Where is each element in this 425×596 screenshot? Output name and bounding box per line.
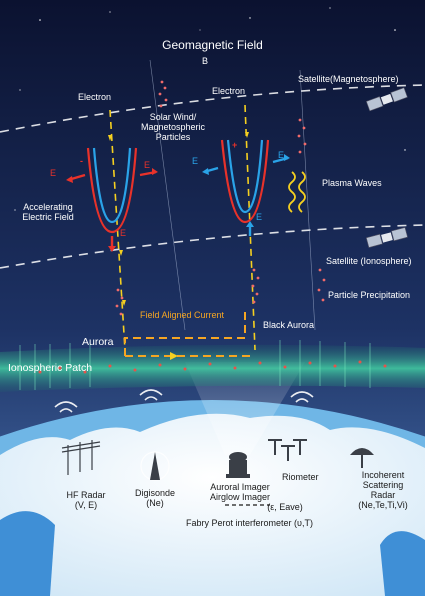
isr-dish-icon	[350, 448, 374, 468]
aurora-label: Aurora	[82, 336, 114, 348]
ionospheric-patch-label: Ionospheric Patch	[8, 362, 93, 374]
u-field-left	[86, 147, 138, 234]
black-aurora-label: Black Aurora	[263, 320, 315, 330]
field-symbol: B	[201, 56, 208, 66]
patch-particles	[38, 360, 387, 374]
auroral-imager-icon	[226, 452, 250, 478]
minus-sign: -	[80, 156, 83, 166]
satellite-magnetosphere-icon	[365, 87, 408, 112]
hf-radar-icon	[61, 440, 101, 475]
electron-label-left: Electron	[78, 92, 112, 102]
satellite-magnetosphere-label: Satellite(Magnetosphere)	[298, 74, 399, 84]
e-field-arrows	[66, 154, 290, 252]
radio-waves	[54, 389, 314, 413]
imager-params-label: (ε, Eave)	[267, 502, 303, 512]
riometer-label: Riometer	[282, 472, 319, 482]
antarctica-landmass	[0, 413, 425, 596]
e-label-bottom-blue: E	[256, 212, 263, 222]
fpi-label: Fabry Perot interferometer (υ,T)	[186, 518, 313, 528]
electron-arrowheads	[108, 132, 249, 306]
e-label-left-blue: E	[192, 156, 199, 166]
stars	[14, 7, 406, 211]
electron-label-right: Electron	[212, 86, 246, 96]
imager-label: Auroral Imager Airglow Imager	[209, 482, 271, 502]
hf-radar-label: HF Radar (V, E)	[66, 490, 106, 510]
plus-sign: +	[232, 140, 238, 150]
accelerating-field-label: Accelerating Electric Field	[22, 202, 74, 222]
particle-strings	[115, 80, 326, 316]
e-label-right-red: E	[144, 160, 151, 170]
u-field-right	[220, 139, 270, 224]
particle-precipitation-label: Particle Precipitation	[328, 290, 411, 300]
field-lines	[149, 59, 316, 331]
field-aligned-current-label: Field Aligned Current	[140, 310, 225, 320]
e-label-bottom-red: E	[120, 228, 127, 238]
current-loop-top	[124, 312, 246, 356]
riometer-icon	[268, 439, 307, 461]
magnetosphere-boundary	[0, 84, 425, 133]
e-label-left-red: E	[50, 168, 57, 178]
e-label-right-blue: E	[278, 150, 285, 160]
digisonde-label: Digisonde (Ne)	[134, 488, 176, 508]
aurora-curtain	[19, 340, 371, 390]
aurora-band	[0, 344, 425, 392]
satellite-ionosphere-label: Satellite (Ionosphere)	[326, 256, 412, 266]
figure-title: Geomagnetic Field	[162, 38, 263, 52]
current-arrow	[170, 352, 178, 360]
digisonde-icon	[140, 451, 170, 481]
solar-wind-label: Solar Wind/ Magnetospheric Particles	[140, 112, 206, 142]
ionosphere-boundary	[0, 224, 425, 269]
ocean-left	[0, 511, 55, 596]
isr-label: Incoherent Scattering Radar (Ne,Te,Ti,Vi…	[358, 470, 408, 510]
plasma-waves-label: Plasma Waves	[322, 178, 382, 188]
ocean-right	[380, 531, 425, 596]
plasma-waves	[288, 171, 306, 213]
satellite-ionosphere-icon	[365, 227, 408, 248]
